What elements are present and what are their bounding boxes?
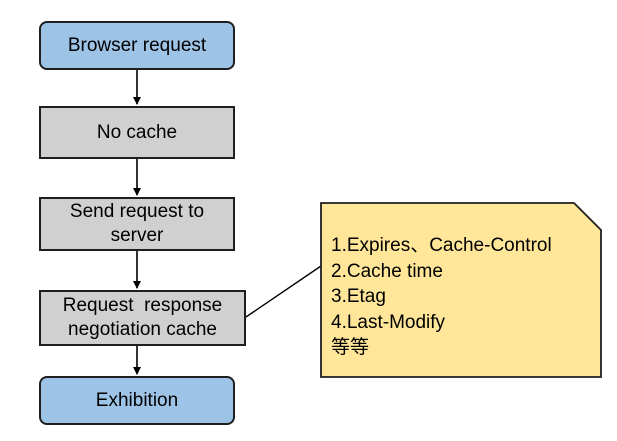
browser-request-box: Browser request [39,21,235,70]
browser-request-label: Browser request [67,34,207,56]
note-line: 3.Etag [331,286,386,307]
note-line: 等等 [331,336,370,358]
note-line: 2.Cache time [331,260,443,282]
exhibition-label: Exhibition [95,389,179,411]
note-line: 1.Expires、Cache-Control [331,235,552,256]
send-request-box: Send request to server [39,197,235,251]
note-line: 4.Last-Modify [331,311,446,333]
negotiation-label-line2: negotiation cache [68,319,217,340]
note-text: 1.Expires、Cache-Control 2.Cache time 3.E… [331,233,596,361]
note-connector-line [245,265,322,318]
no-cache-box: No cache [39,106,235,159]
note-shape [320,202,602,378]
negotiation-label-line1: Request response [62,295,223,317]
no-cache-label: No cache [96,121,178,143]
negotiation-cache-box: Request response negotiation cache [39,290,246,346]
send-request-label-line1: Send request to [69,201,205,223]
exhibition-box: Exhibition [39,376,235,425]
send-request-label-line2: server [110,225,164,246]
